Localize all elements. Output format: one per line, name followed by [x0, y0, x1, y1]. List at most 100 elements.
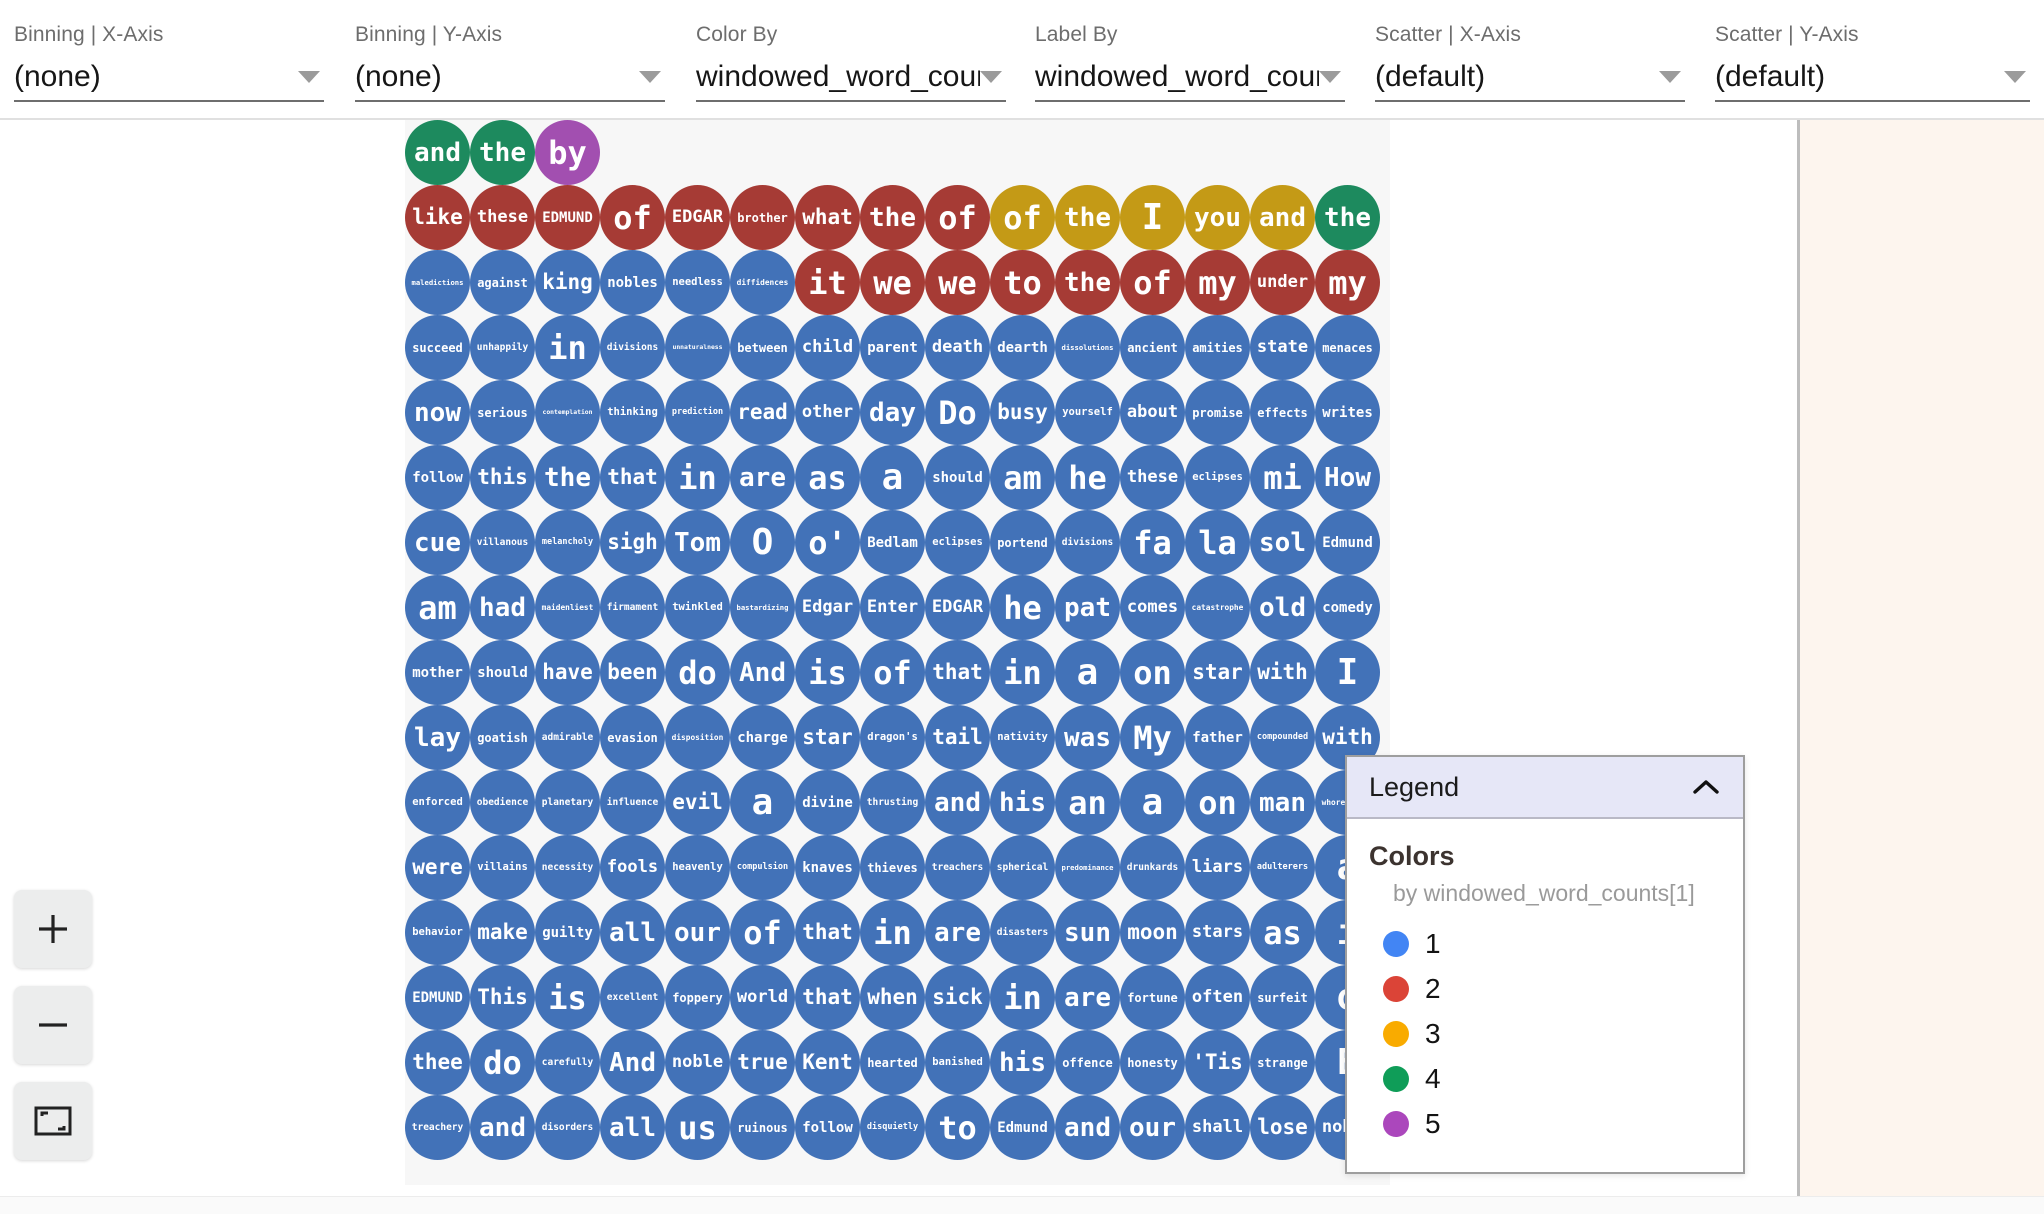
word-bubble[interactable]: and	[405, 120, 470, 185]
word-bubble[interactable]: man	[1250, 770, 1315, 835]
word-bubble[interactable]: surfeit	[1250, 965, 1315, 1030]
word-bubble[interactable]: Do	[925, 380, 990, 445]
word-bubble[interactable]: My	[1120, 705, 1185, 770]
word-bubble[interactable]: he	[990, 575, 1055, 640]
word-bubble[interactable]: that	[795, 965, 860, 1030]
word-bubble[interactable]: thieves	[860, 835, 925, 900]
word-bubble[interactable]: disorders	[535, 1095, 600, 1160]
word-bubble[interactable]: this	[470, 445, 535, 510]
word-bubble[interactable]: tail	[925, 705, 990, 770]
word-bubble[interactable]: disposition	[665, 705, 730, 770]
word-bubble[interactable]: all	[600, 900, 665, 965]
word-bubble[interactable]: thinking	[600, 380, 665, 445]
word-bubble[interactable]: sick	[925, 965, 990, 1030]
zoom-out-button[interactable]	[14, 986, 92, 1064]
word-bubble[interactable]: true	[730, 1030, 795, 1095]
legend-item[interactable]: 5	[1369, 1101, 1721, 1146]
word-bubble[interactable]: necessity	[535, 835, 600, 900]
word-bubble[interactable]: I	[1120, 185, 1185, 250]
word-bubble[interactable]: carefully	[535, 1030, 600, 1095]
word-bubble[interactable]: shall	[1185, 1095, 1250, 1160]
word-bubble[interactable]: in	[535, 315, 600, 380]
word-bubble[interactable]: these	[1120, 445, 1185, 510]
word-bubble[interactable]: under	[1250, 250, 1315, 315]
word-bubble[interactable]: brother	[730, 185, 795, 250]
word-bubble[interactable]: comes	[1120, 575, 1185, 640]
chevron-down-icon[interactable]	[2004, 71, 2026, 83]
word-bubble[interactable]: to	[925, 1095, 990, 1160]
word-bubble[interactable]: we	[860, 250, 925, 315]
word-bubble[interactable]: foppery	[665, 965, 730, 1030]
word-bubble[interactable]: firmament	[600, 575, 665, 640]
word-bubble[interactable]: in	[665, 445, 730, 510]
word-bubble[interactable]: divine	[795, 770, 860, 835]
word-bubble[interactable]: ruinous	[730, 1095, 795, 1160]
word-bubble[interactable]: my	[1185, 250, 1250, 315]
word-bubble[interactable]: compounded	[1250, 705, 1315, 770]
word-bubble[interactable]: as	[1250, 900, 1315, 965]
word-bubble[interactable]: influence	[600, 770, 665, 835]
word-bubble[interactable]: that	[795, 900, 860, 965]
word-bubble[interactable]: us	[665, 1095, 730, 1160]
word-bubble[interactable]: sun	[1055, 900, 1120, 965]
word-bubble[interactable]: This	[470, 965, 535, 1030]
word-bubble[interactable]: EDMUND	[405, 965, 470, 1030]
word-bubble[interactable]: fa	[1120, 510, 1185, 575]
word-bubble[interactable]: Enter	[860, 575, 925, 640]
word-bubble[interactable]: it	[795, 250, 860, 315]
legend-item[interactable]: 4	[1369, 1056, 1721, 1101]
word-bubble[interactable]: effects	[1250, 380, 1315, 445]
word-bubble[interactable]: and	[925, 770, 990, 835]
word-bubble[interactable]: of	[990, 185, 1055, 250]
word-bubble[interactable]: obedience	[470, 770, 535, 835]
word-bubble[interactable]: EDGAR	[665, 185, 730, 250]
word-bubble[interactable]: that	[600, 445, 665, 510]
word-bubble[interactable]: Bedlam	[860, 510, 925, 575]
word-bubble[interactable]: Edmund	[1315, 510, 1380, 575]
word-bubble[interactable]: fools	[600, 835, 665, 900]
word-bubble[interactable]: banished	[925, 1030, 990, 1095]
word-bubble[interactable]: bastardizing	[730, 575, 795, 640]
word-bubble[interactable]: portend	[990, 510, 1055, 575]
binning-y-axis-select[interactable]: (none)	[355, 54, 665, 102]
word-bubble[interactable]: la	[1185, 510, 1250, 575]
word-bubble[interactable]: and	[1250, 185, 1315, 250]
chevron-down-icon[interactable]	[1319, 71, 1341, 83]
color-by-field[interactable]: Color By windowed_word_counts[1]	[696, 22, 1006, 102]
word-bubble[interactable]: follow	[405, 445, 470, 510]
word-bubble[interactable]: is	[535, 965, 600, 1030]
word-bubble[interactable]: was	[1055, 705, 1120, 770]
word-bubble[interactable]: contemplation	[535, 380, 600, 445]
scatter-y-axis-select[interactable]: (default)	[1715, 54, 2030, 102]
word-bubble[interactable]: guilty	[535, 900, 600, 965]
word-bubble[interactable]: between	[730, 315, 795, 380]
word-bubble[interactable]: about	[1120, 380, 1185, 445]
word-bubble[interactable]: star	[1185, 640, 1250, 705]
word-bubble[interactable]: 'Tis	[1185, 1030, 1250, 1095]
word-bubble[interactable]: and	[1055, 1095, 1120, 1160]
word-bubble[interactable]: drunkards	[1120, 835, 1185, 900]
word-bubble[interactable]: like	[405, 185, 470, 250]
word-bubble[interactable]: writes	[1315, 380, 1380, 445]
word-bubble[interactable]: moon	[1120, 900, 1185, 965]
word-bubble[interactable]: been	[600, 640, 665, 705]
word-bubble[interactable]: are	[730, 445, 795, 510]
word-bubble[interactable]: evasion	[600, 705, 665, 770]
zoom-in-button[interactable]	[14, 890, 92, 968]
word-bubble[interactable]: Edgar	[795, 575, 860, 640]
word-bubble[interactable]: all	[600, 1095, 665, 1160]
word-bubble[interactable]: twinkled	[665, 575, 730, 640]
legend-item[interactable]: 2	[1369, 966, 1721, 1011]
word-bubble[interactable]: a	[860, 445, 925, 510]
word-bubble[interactable]: cue	[405, 510, 470, 575]
word-bubble[interactable]: to	[990, 250, 1055, 315]
word-bubble[interactable]: melancholy	[535, 510, 600, 575]
word-bubble[interactable]: now	[405, 380, 470, 445]
word-bubble[interactable]: world	[730, 965, 795, 1030]
word-bubble[interactable]: he	[1055, 445, 1120, 510]
word-bubble[interactable]: stars	[1185, 900, 1250, 965]
word-bubble[interactable]: amities	[1185, 315, 1250, 380]
word-bubble[interactable]: serious	[470, 380, 535, 445]
word-bubble[interactable]: should	[470, 640, 535, 705]
word-bubble[interactable]: nativity	[990, 705, 1055, 770]
